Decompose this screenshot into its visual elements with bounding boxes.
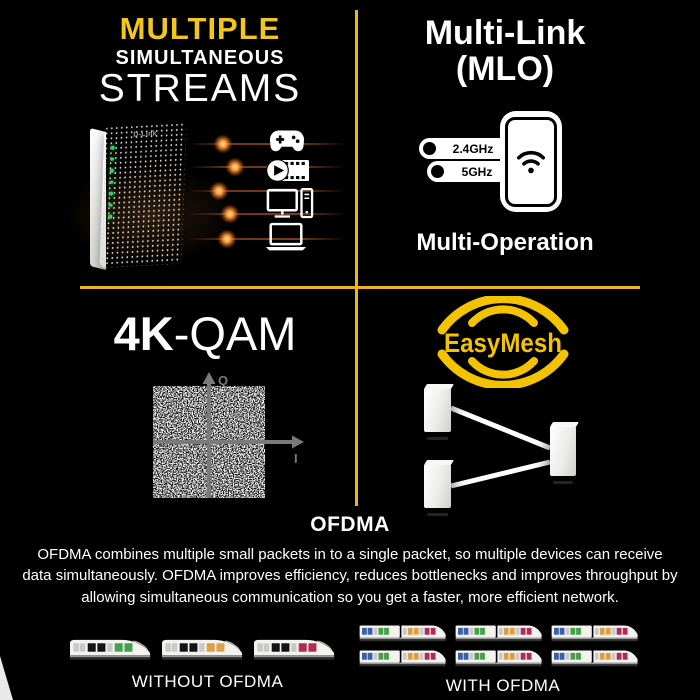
router-led — [110, 145, 115, 150]
router-led — [109, 168, 114, 173]
mesh-link-top — [450, 405, 551, 451]
laptop-icon — [265, 222, 307, 251]
router-front-face: D-Link — [99, 121, 187, 269]
streams-title: MULTIPLE SIMULTANEOUS STREAMS — [55, 11, 345, 110]
mlo-subtitle: Multi-Operation — [416, 229, 594, 256]
band-pill-5ghz: 5GHz — [427, 161, 516, 182]
mesh-link-bottom — [450, 459, 551, 489]
streams-title-simultaneous: SIMULTANEOUS — [115, 46, 285, 69]
train-icon — [359, 650, 446, 667]
mlo-phone-illustration — [500, 111, 562, 212]
i-axis-arrow — [292, 435, 304, 449]
stream-glow — [217, 229, 238, 249]
band-label-5ghz: 5GHz — [461, 164, 493, 179]
stream-glow — [220, 204, 241, 224]
router-led — [108, 191, 113, 196]
corner-accent — [0, 656, 13, 700]
mlo-phone-screen — [505, 116, 557, 207]
mlo-title-line1: Multi-Link — [424, 14, 586, 52]
train-icon — [551, 625, 638, 642]
q-axis-label: Q — [218, 373, 228, 388]
stream-glow — [225, 157, 246, 177]
gamepad-icon — [269, 130, 305, 152]
mesh-links — [450, 405, 551, 489]
train-icon — [254, 639, 335, 660]
ofdma-description: OFDMA combines multiple small packets in… — [20, 544, 680, 608]
stream-line — [188, 157, 345, 177]
router-led — [108, 203, 113, 207]
ofdma-description-line1: OFDMA combines multiple small packets in… — [37, 546, 663, 563]
band-dot-icon — [431, 165, 444, 178]
trains-with-ofdma — [358, 623, 650, 669]
train-icon — [455, 650, 542, 667]
stream-line — [188, 204, 345, 224]
train-icon — [359, 625, 446, 642]
easymesh-logo: EasyMesh — [437, 296, 569, 388]
ofdma-description-line3: allowing simultaneous communication so y… — [81, 588, 619, 606]
stream-line — [188, 181, 345, 201]
mlo-title-line2: (MLO) — [455, 49, 555, 88]
router-led — [110, 157, 114, 161]
constellation-diagram: Q I — [153, 372, 304, 498]
router-illustration: D-Link — [78, 120, 204, 280]
mesh-node-router — [424, 388, 451, 440]
band-dot-icon — [423, 142, 436, 155]
easymesh-arc-bottom-outer — [437, 349, 569, 388]
ofdma-description-line2: data simultaneously. OFDMA improves effi… — [22, 567, 678, 585]
easymesh-arc-bottom-inner — [468, 357, 538, 379]
stream-glow — [209, 181, 230, 201]
qam-title-qam: -QAM — [173, 307, 297, 360]
streams-title-multiple: MULTIPLE — [119, 11, 281, 46]
train-icon — [70, 639, 151, 660]
divider-horizontal — [80, 286, 640, 289]
ofdma-heading: OFDMA — [310, 513, 390, 536]
stream-line — [188, 229, 345, 249]
router-led — [109, 180, 114, 184]
router-brand-label: D-Link — [133, 130, 158, 139]
with-ofdma-label: WITH OFDMA — [445, 676, 561, 695]
streams-title-streams: STREAMS — [98, 66, 302, 110]
desktop-pc-icon — [266, 188, 314, 219]
band-pill-24ghz: 2.4GHz — [419, 138, 516, 159]
q-axis-arrow — [202, 372, 216, 384]
train-icon — [551, 650, 638, 667]
easymesh-arc-top-outer — [437, 296, 569, 335]
router-led — [108, 214, 112, 219]
qam-title: 4K-QAM — [55, 306, 355, 361]
qam-title-4k: 4K — [113, 307, 174, 360]
mesh-node-router — [550, 426, 576, 484]
train-icon — [162, 639, 243, 660]
stream-line — [188, 134, 345, 154]
trains-without-ofdma — [68, 634, 337, 661]
without-ofdma-label: WITHOUT OFDMA — [131, 672, 284, 691]
divider-vertical — [355, 10, 358, 506]
i-axis-label: I — [294, 451, 298, 466]
train-icon — [455, 625, 542, 642]
wifi-icon — [516, 150, 546, 174]
mlo-title: Multi-Link (MLO) — [360, 14, 650, 88]
easymesh-arc-top-inner — [468, 305, 538, 327]
video-play-icon — [266, 159, 310, 182]
stream-glow — [212, 134, 233, 154]
router-led-strip — [108, 145, 115, 219]
mesh-node-router — [424, 464, 451, 516]
easymesh-wordmark: EasyMesh — [444, 328, 562, 358]
band-label-24ghz: 2.4GHz — [452, 141, 494, 156]
